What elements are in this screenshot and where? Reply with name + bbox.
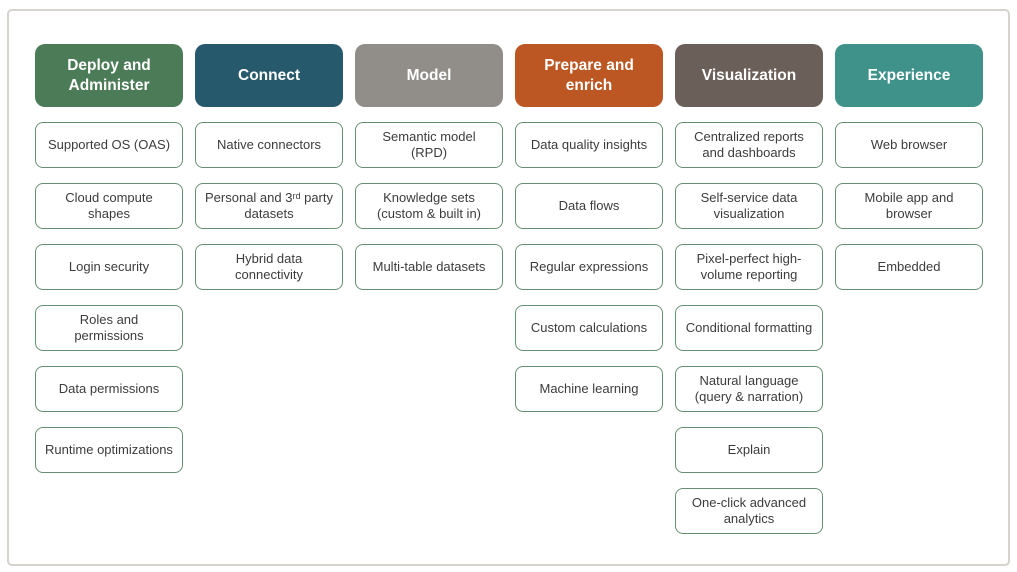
feature-card: Login security: [35, 244, 183, 290]
feature-card: Conditional formatting: [675, 305, 823, 351]
feature-card: Runtime optimizations: [35, 427, 183, 473]
feature-card: Native connectors: [195, 122, 343, 168]
column-header-experience: Experience: [835, 44, 983, 107]
feature-card: Web browser: [835, 122, 983, 168]
feature-card: Regular expressions: [515, 244, 663, 290]
column-header-visualization: Visualization: [675, 44, 823, 107]
feature-card: Personal and 3ʳᵈ party datasets: [195, 183, 343, 229]
feature-card: Cloud compute shapes: [35, 183, 183, 229]
feature-card: Semantic model (RPD): [355, 122, 503, 168]
feature-card: Data quality insights: [515, 122, 663, 168]
column-header-model: Model: [355, 44, 503, 107]
column-header-prepare-and-enrich: Prepare and enrich: [515, 44, 663, 107]
feature-card: Machine learning: [515, 366, 663, 412]
feature-card: Centralized reports and dashboards: [675, 122, 823, 168]
feature-card: Embedded: [835, 244, 983, 290]
column-header-connect: Connect: [195, 44, 343, 107]
feature-card: One-click advanced analytics: [675, 488, 823, 534]
feature-card: Data permissions: [35, 366, 183, 412]
feature-card: Data flows: [515, 183, 663, 229]
feature-card: Natural language (query & narration): [675, 366, 823, 412]
feature-card: Self-service data visualization: [675, 183, 823, 229]
feature-card: Mobile app and browser: [835, 183, 983, 229]
feature-card: Roles and permissions: [35, 305, 183, 351]
feature-card: Supported OS (OAS): [35, 122, 183, 168]
feature-card: Custom calculations: [515, 305, 663, 351]
feature-card: Hybrid data connectivity: [195, 244, 343, 290]
feature-card: Knowledge sets (custom & built in): [355, 183, 503, 229]
feature-card: Multi-table datasets: [355, 244, 503, 290]
feature-card: Pixel-perfect high-volume reporting: [675, 244, 823, 290]
feature-card: Explain: [675, 427, 823, 473]
column-header-deploy-and-administer: Deploy and Administer: [35, 44, 183, 107]
